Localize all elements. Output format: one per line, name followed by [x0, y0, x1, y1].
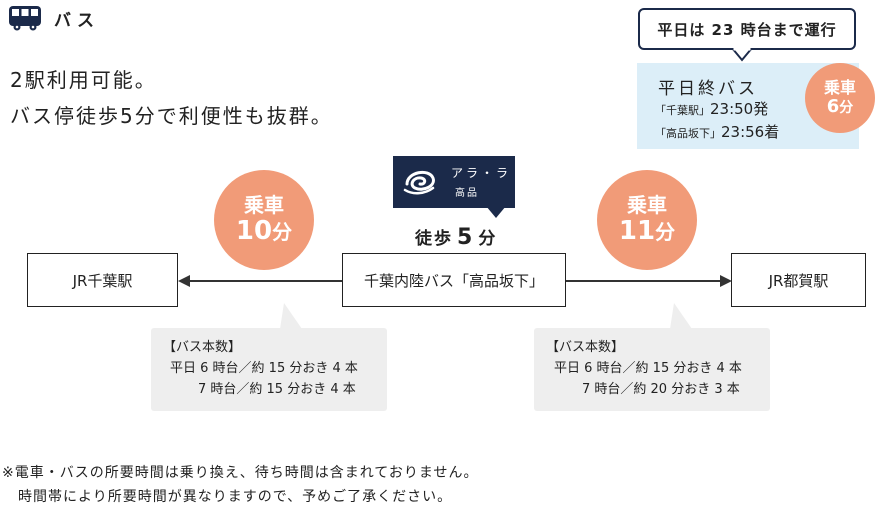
right-freq-tail [670, 303, 692, 329]
walk-unit: 分 [478, 229, 498, 249]
ride-label: 乗車 [823, 77, 856, 97]
weekday-callout: 平日は 23 時台まで運行 [638, 8, 856, 50]
right-freq-line-2: 7 時台／約 20 分おき 3 本 [582, 382, 740, 397]
right-freq-line-1: 平日 6 時台／約 15 分おき 4 本 [554, 361, 742, 376]
ride-label: 乗車 [627, 193, 667, 218]
right-ride-badge: 乗車 11分 [597, 170, 697, 270]
last-bus-stop-1: 「千葉駅」 [655, 104, 710, 117]
left-freq-tail [280, 303, 302, 329]
ride-value: 6 [826, 96, 840, 118]
note-line-2: 時間帯により所要時間が異なりますので、予めご了承ください。 [18, 489, 453, 505]
ride-unit: 分 [272, 220, 293, 245]
last-bus-title: 平日終バス [658, 79, 758, 99]
ride-value: 11 [618, 216, 656, 247]
logo-line-1: アラ・ラ [451, 166, 512, 180]
last-bus-row-2: 「高品坂下」23:56着 [655, 121, 779, 142]
callout-tail [732, 48, 752, 62]
right-arrow-icon [720, 275, 732, 287]
bus-stop-takashina-sakashita: 千葉内陸バス「高品坂下」 [342, 253, 566, 307]
last-bus-row-1: 「千葉駅」23:50発 [655, 98, 768, 119]
last-bus-stop-2: 「高品坂下」 [655, 127, 721, 140]
walk-value: 5 [457, 225, 475, 250]
last-bus-ride-badge: 乗車 6分 [805, 63, 875, 133]
station-jr-chiba: JR千葉駅 [27, 253, 178, 307]
ara-ra-logo: アラ・ラ 高品 [393, 156, 515, 208]
left-ride-badge: 乗車 10分 [214, 170, 314, 270]
station-label: JR千葉駅 [72, 271, 133, 290]
left-freq-title: 【バス本数】 [163, 340, 242, 355]
bus-stop-label: 千葉内陸バス「高品坂下」 [363, 271, 544, 290]
note-line-1: ※電車・バスの所要時間は乗り換え、待ち時間は含まれておりません。 [2, 465, 479, 481]
last-bus-time-2: 23:56着 [721, 123, 780, 141]
station-jr-tsuga: JR都賀駅 [731, 253, 866, 307]
left-freq-line-2: 7 時台／約 15 分おき 4 本 [198, 382, 356, 397]
left-arrow-icon [178, 275, 190, 287]
bus-icon [9, 6, 41, 31]
ride-unit: 分 [839, 100, 854, 117]
section-title: バス [54, 11, 100, 31]
right-frequency-panel [534, 328, 770, 411]
last-bus-time-1: 23:50発 [710, 100, 769, 118]
ride-unit: 分 [655, 220, 676, 245]
left-freq-line-1: 平日 6 時台／約 15 分おき 4 本 [170, 361, 358, 376]
station-label: JR都賀駅 [768, 271, 829, 290]
logo-mark-icon [403, 170, 435, 195]
ride-value: 10 [235, 216, 273, 247]
logo-line-2: 高品 [455, 188, 479, 199]
left-route-line [186, 280, 342, 282]
right-freq-title: 【バス本数】 [546, 340, 625, 355]
ride-label: 乗車 [244, 193, 284, 218]
intro-line-2: バス停徒歩5分で利便性も抜群。 [10, 104, 333, 128]
intro-line-1: 2駅利用可能。 [10, 68, 157, 92]
left-frequency-panel [151, 328, 387, 411]
logo-tail [486, 206, 506, 218]
right-route-line [566, 280, 724, 282]
walk-prefix: 徒歩 [415, 229, 453, 249]
